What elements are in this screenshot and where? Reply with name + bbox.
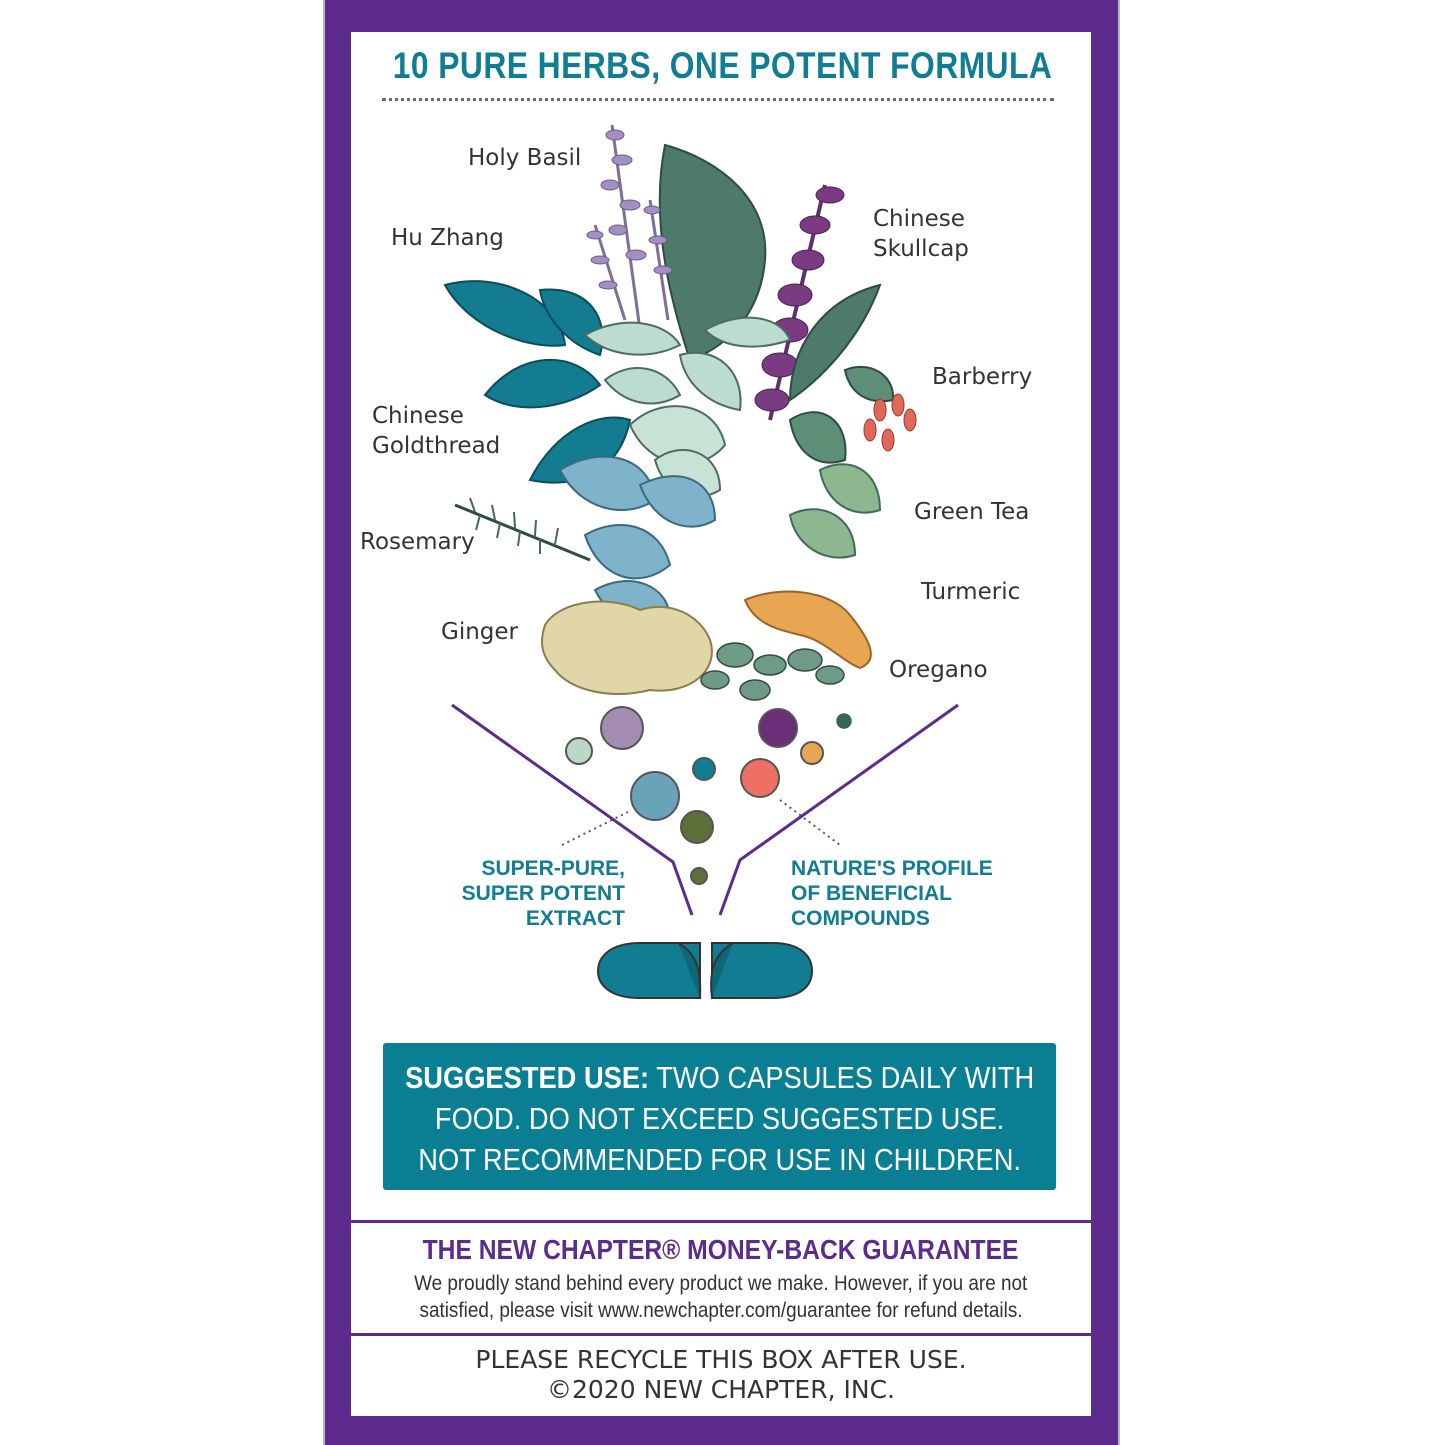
recycle-notice: PLEASE RECYCLE THIS BOX AFTER USE. [475, 1345, 967, 1374]
formula-title: 10 PURE HERBS, ONE POTENT FORMULA [392, 45, 1053, 86]
herb-label-chinese-skullcap: Chinese Skullcap [873, 206, 969, 262]
guarantee-line-1: We proudly stand behind every product we… [414, 1272, 1028, 1295]
herb-label-barberry: Barberry [932, 364, 1033, 390]
callout-super-pure-extract: SUPER-PURE, SUPER POTENT EXTRACT [461, 857, 625, 930]
suggested-use-box: SUGGESTED USE: TWO CAPSULES DAILY WITH F… [383, 1043, 1056, 1190]
suggested-use-label: SUGGESTED USE: [404, 1060, 650, 1095]
guarantee-line-2: satisfied, please visit www.newchapter.c… [419, 1299, 1023, 1322]
guarantee-title: THE NEW CHAPTER® MONEY-BACK GUARANTEE [351, 1234, 1091, 1266]
herb-label-turmeric: Turmeric [921, 579, 1021, 605]
guarantee-title-text: THE NEW CHAPTER® MONEY-BACK GUARANTEE [423, 1234, 1019, 1265]
footer-text: PLEASE RECYCLE THIS BOX AFTER USE. ©2020… [351, 1345, 1091, 1405]
title-dotted-rule [382, 98, 1054, 101]
suggested-use-text: TWO CAPSULES DAILY WITH FOOD. DO NOT EXC… [418, 1060, 1035, 1177]
herb-label-chinese-goldthread: Chinese Goldthread [372, 403, 501, 459]
herb-label-green-tea: Green Tea [914, 499, 1030, 525]
herb-label-ginger: Ginger [441, 619, 518, 645]
herb-label-hu-zhang: Hu Zhang [391, 225, 504, 251]
copyright-notice: ©2020 NEW CHAPTER, INC. [547, 1375, 895, 1404]
herb-label-rosemary: Rosemary [360, 529, 475, 555]
herb-label-holy-basil: Holy Basil [468, 145, 582, 171]
suggested-use-text-wrapper: SUGGESTED USE: TWO CAPSULES DAILY WITH F… [405, 1057, 1034, 1180]
guarantee-body: We proudly stand behind every product we… [351, 1270, 1091, 1324]
guarantee-bottom-rule [351, 1333, 1091, 1336]
herb-label-oregano: Oregano [889, 657, 988, 683]
guarantee-top-rule [351, 1220, 1091, 1223]
callout-natures-profile: NATURE'S PROFILE OF BENEFICIAL COMPOUNDS [791, 857, 993, 930]
